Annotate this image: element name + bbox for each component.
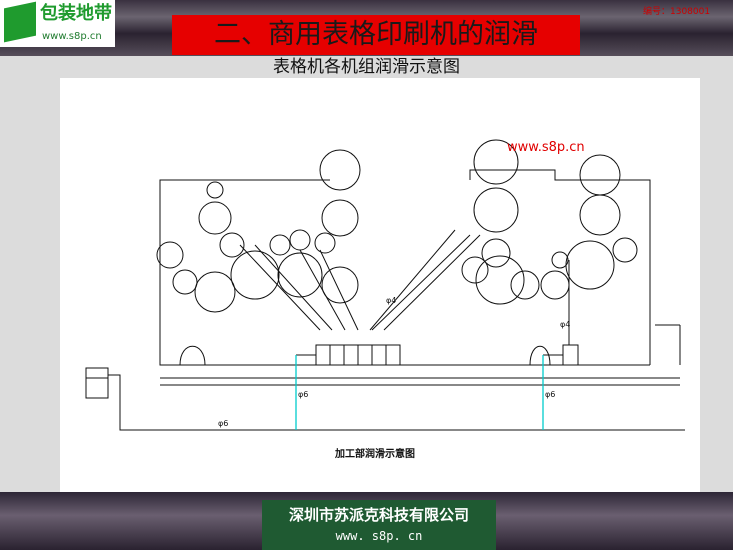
rollers: [156, 139, 638, 313]
logo-icon: [4, 1, 36, 43]
diagram-caption: 加工部润滑示意图: [334, 447, 415, 460]
watermark: www.s8p.cn: [507, 140, 585, 155]
logo: 包装地带 www.s8p.cn: [0, 0, 115, 47]
company-url: www. s8p. cn: [335, 529, 423, 543]
lubrication-diagram: φ4 φ4 φ6 φ6 φ6 加工部润滑示意图 www.s8p.cn: [85, 139, 685, 460]
supply-pipes: [295, 355, 544, 430]
pipe-label: φ4: [560, 320, 570, 329]
pipe-label: φ6: [298, 390, 308, 399]
slide-code: 编号：1308001: [643, 7, 711, 17]
pipe-label: φ6: [545, 390, 555, 399]
diagram-title: 表格机各机组润滑示意图: [273, 57, 460, 77]
pipe-label: φ4: [386, 296, 396, 305]
company-box: 深圳市苏派克科技有限公司 www. s8p. cn: [262, 500, 496, 550]
company-name: 深圳市苏派克科技有限公司: [288, 506, 469, 524]
machine-frame: [159, 169, 681, 386]
pipe-label: φ6: [218, 419, 228, 428]
main-line: [85, 354, 685, 431]
logo-name: 包装地带: [40, 3, 112, 24]
pipes: [239, 229, 570, 345]
logo-url: www.s8p.cn: [42, 31, 102, 42]
distributor: [315, 344, 579, 366]
diagram-canvas: φ4 φ4 φ6 φ6 φ6 加工部润滑示意图 www.s8p.cn: [60, 78, 700, 492]
page-title: 二、商用表格印刷机的润滑: [172, 15, 580, 55]
